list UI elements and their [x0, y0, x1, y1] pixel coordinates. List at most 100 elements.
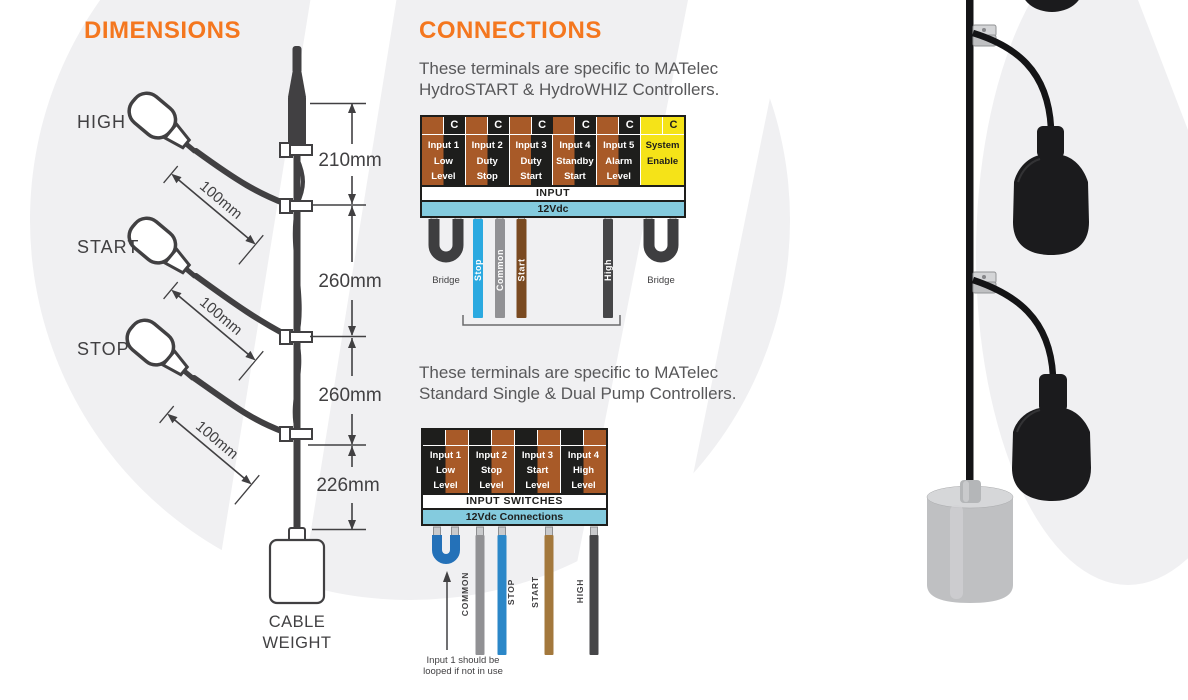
cable-weight-label-1: CABLE — [269, 613, 326, 631]
wire-tips — [433, 526, 598, 537]
stop-wire — [497, 535, 507, 655]
bridge-left-label: Bridge — [432, 275, 459, 286]
terminal-cell-black — [515, 430, 538, 445]
terminal-cell-brown — [584, 430, 606, 445]
common-terminal-label: C — [443, 117, 465, 134]
high-wire — [603, 219, 613, 318]
float-stop — [125, 318, 195, 381]
terminal-text: Input 4 High Level — [561, 446, 606, 493]
terminal-cell-brown — [538, 430, 560, 445]
terminal-cell-brown — [509, 117, 532, 134]
standard-terminal-block: Input 1 Low Level Input 2 Stop Level Inp… — [421, 428, 608, 526]
terminal-text: Input 4 Standby Start — [553, 135, 597, 185]
terminal-column-input4: C Input 4 Standby Start — [553, 117, 598, 185]
vdc-connections-row-label: 12Vdc Connections — [423, 510, 606, 524]
cable-weight-drawing — [268, 527, 326, 605]
float-label-start: START — [77, 237, 139, 257]
loop-note-line2: looped if not in use — [423, 666, 503, 677]
terminal-text: Input 3 Start Level — [515, 446, 560, 493]
product-photo — [926, 0, 1091, 603]
high-wire-label: High — [603, 259, 613, 281]
float-label-stop: STOP — [77, 339, 130, 359]
common-wire — [475, 535, 485, 655]
standard-wiring-diagram: COMMON STOP START HIGH — [432, 526, 599, 655]
common-wire-label: Common — [495, 249, 505, 291]
wire-group-bracket — [462, 315, 621, 326]
common-wire-label: COMMON — [460, 572, 470, 616]
bridge-wire-left — [428, 219, 464, 263]
terminal-columns: C Input 1 Low Level C Input 2 Duty Stop … — [422, 117, 684, 185]
standard-intro-text: These terminals are specific to MATelec … — [419, 362, 737, 404]
terminal-column-input5: C Input 5 Alarm Level — [597, 117, 642, 185]
start-wire — [516, 219, 527, 318]
stop-wire — [473, 219, 483, 318]
terminal-column-input3: C Input 3 Duty Start — [509, 117, 554, 185]
common-terminal-label: C — [531, 117, 553, 134]
terminal-cell-brown — [553, 117, 576, 134]
hydro-terminal-block: C Input 1 Low Level C Input 2 Duty Stop … — [420, 115, 686, 218]
spacing-label-210: 210mm — [318, 150, 381, 171]
terminal-column-input3: Input 3 Start Level — [515, 430, 561, 493]
terminal-column-input1: C Input 1 Low Level — [422, 117, 466, 185]
standard-intro-line2: Standard Single & Dual Pump Controllers. — [419, 384, 737, 403]
spacing-label-226: 226mm — [316, 475, 379, 496]
cable-clamp — [279, 426, 313, 442]
dimension-arrowheads — [348, 103, 356, 530]
standard-intro-line1: These terminals are specific to MATelec — [419, 363, 719, 382]
terminal-cell-black — [469, 430, 492, 445]
cable-weight-label-2: WEIGHT — [263, 634, 332, 652]
common-wire — [495, 219, 505, 318]
terminal-cell-black — [561, 430, 584, 445]
stop-wire-label: STOP — [506, 579, 516, 605]
terminal-text: Input 5 Alarm Level — [597, 135, 641, 185]
input-row-label: INPUT — [422, 185, 684, 202]
hydro-intro-line1: These terminals are specific to MATelec — [419, 59, 719, 78]
note-arrowhead — [443, 571, 451, 582]
terminal-cell-yellow — [641, 117, 664, 134]
photo-float-lead-lower — [971, 276, 1057, 377]
cable-clamp — [279, 142, 313, 158]
start-wire-label: Start — [517, 258, 527, 281]
common-terminal-label: C — [487, 117, 509, 134]
hydro-wiring-diagram: Stop Common Start High Bridge Bridge — [428, 210, 679, 326]
input1-loop-bridge — [432, 535, 460, 564]
spacing-label-260a: 260mm — [318, 271, 381, 292]
connections-title: CONNECTIONS — [419, 17, 602, 44]
start-wire — [544, 535, 554, 655]
terminal-column-system-enable: C System Enable — [641, 117, 684, 185]
photo-float-lead-upper — [972, 29, 1055, 129]
terminal-cell-brown — [446, 430, 468, 445]
common-terminal-label: C — [575, 117, 597, 134]
float-high — [127, 91, 197, 154]
terminal-text: Input 3 Duty Start — [509, 135, 553, 185]
high-wire-label: HIGH — [575, 579, 585, 603]
terminal-text: System Enable — [641, 135, 684, 185]
loop-note-line1: Input 1 should be — [426, 655, 500, 666]
terminal-cell-black — [423, 430, 446, 445]
photo-top-float-partial — [1025, 0, 1079, 12]
terminal-text: Input 1 Low Level — [422, 135, 465, 185]
high-wire — [589, 535, 599, 655]
cable-clamp — [279, 329, 313, 345]
spacing-label-260b: 260mm — [318, 385, 381, 406]
dimensions-diagram: 100mm 100mm 100mm HIGH — [77, 46, 382, 652]
terminal-cell-brown — [465, 117, 488, 134]
input-switches-row-label: INPUT SWITCHES — [423, 493, 606, 510]
terminal-columns: Input 1 Low Level Input 2 Stop Level Inp… — [423, 430, 606, 493]
photo-float-upper — [1013, 126, 1089, 255]
terminal-column-input4: Input 4 High Level — [561, 430, 606, 493]
start-wire-label: START — [530, 576, 540, 608]
hydro-intro-text: These terminals are specific to MATelec … — [419, 58, 719, 100]
photo-main-cable — [966, 0, 974, 492]
float-label-high: HIGH — [77, 112, 126, 132]
common-terminal-label: C — [619, 117, 641, 134]
cable-clamp — [279, 198, 313, 214]
loop-note: Input 1 should be looped if not in use — [412, 655, 514, 677]
terminal-cell-brown — [422, 117, 444, 134]
terminal-text: Input 2 Duty Stop — [465, 135, 509, 185]
vdc-row-label: 12Vdc — [422, 202, 684, 216]
terminal-text: Input 1 Low Level — [423, 446, 468, 493]
dimensions-title: DIMENSIONS — [84, 17, 242, 44]
common-terminal-label: C — [663, 117, 684, 134]
